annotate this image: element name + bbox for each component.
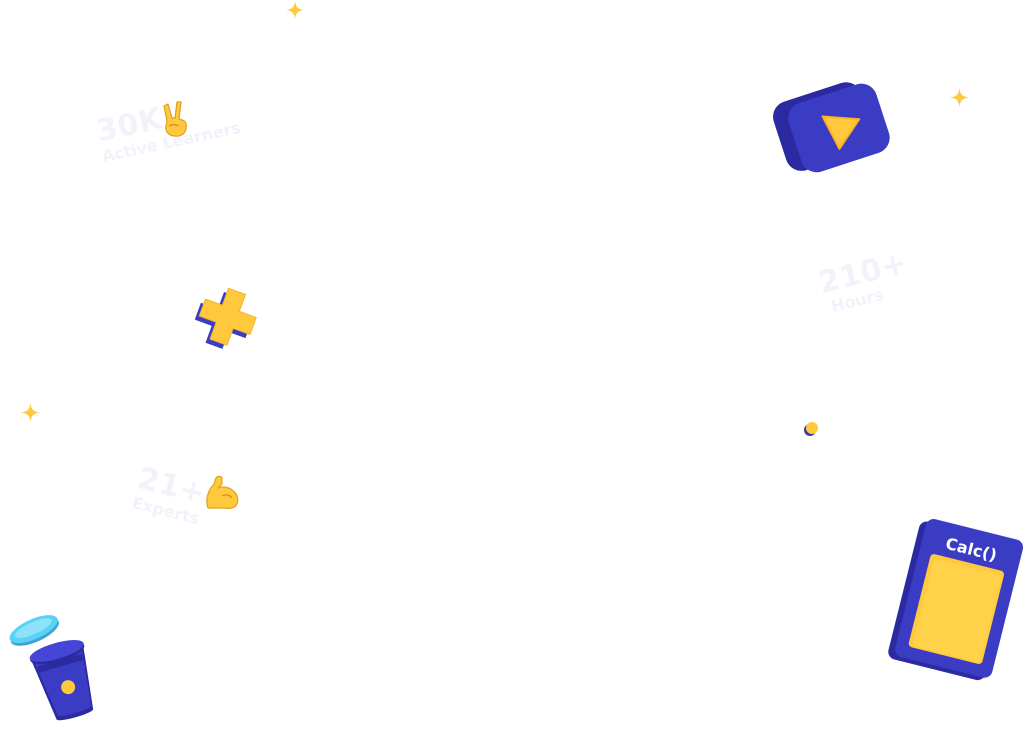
sparkle-icon [21,403,40,422]
sparkle-icon [950,88,969,107]
dot-decoration [806,422,818,434]
victory-hand-icon [160,100,190,143]
play-icon [768,70,896,186]
coffee-cup-icon [4,608,108,730]
stat-experts: 21+ Experts [130,461,209,528]
flexed-biceps-icon [202,474,240,515]
stat-hours: 210+ Hours [815,245,915,316]
book-icon: Calc() [880,516,1024,692]
sparkle-icon [286,1,304,19]
plus-icon [192,282,264,360]
